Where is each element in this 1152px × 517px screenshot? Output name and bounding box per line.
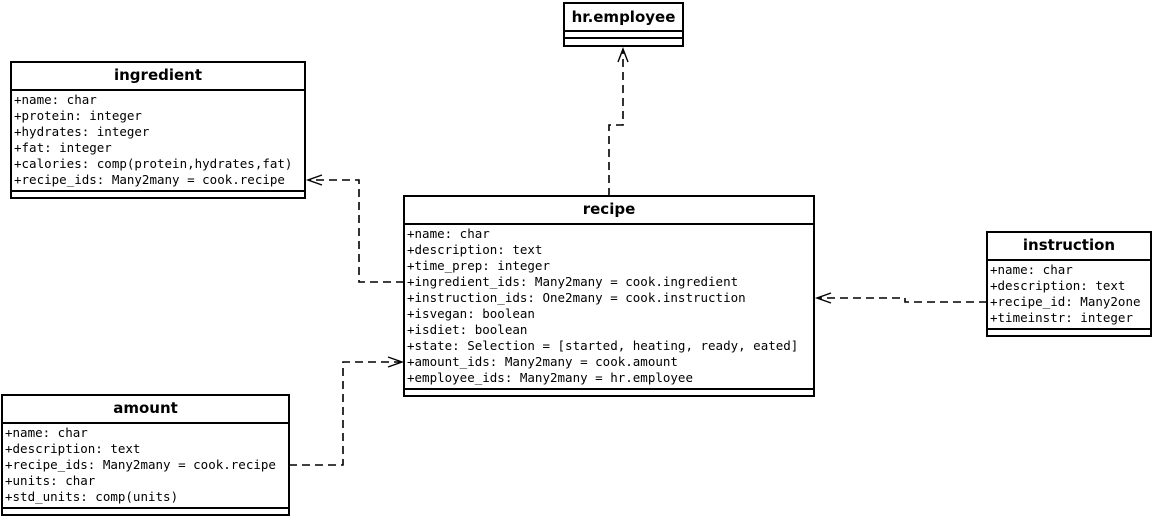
class-methods bbox=[565, 39, 682, 45]
arrowhead-recipe-from-instruction bbox=[814, 292, 832, 304]
class-methods bbox=[405, 390, 813, 396]
attribute: +state: Selection = [started, heating, r… bbox=[407, 338, 799, 353]
attribute: +employee_ids: Many2many = hr.employee bbox=[407, 370, 693, 385]
class-attributes: +name: char +description: text +recipe_i… bbox=[3, 424, 288, 509]
class-methods bbox=[988, 330, 1150, 336]
attribute: +isvegan: boolean bbox=[407, 306, 535, 321]
attribute: +recipe_ids: Many2many = cook.recipe bbox=[14, 172, 285, 187]
class-instruction[interactable]: instruction +name: char +description: te… bbox=[986, 231, 1152, 337]
arrowhead-employee bbox=[617, 47, 629, 63]
relation-amount-recipe bbox=[289, 361, 401, 466]
class-recipe[interactable]: recipe +name: char +description: text +t… bbox=[403, 195, 815, 397]
attribute: +recipe_ids: Many2many = cook.recipe bbox=[5, 457, 276, 472]
class-hr-employee[interactable]: hr.employee bbox=[563, 2, 684, 47]
class-attributes: +name: char +description: text +time_pre… bbox=[405, 225, 813, 390]
class-amount[interactable]: amount +name: char +description: text +r… bbox=[1, 394, 290, 516]
arrowhead-ingredient bbox=[305, 174, 323, 186]
attribute: +name: char bbox=[14, 92, 97, 107]
attribute: +name: char bbox=[990, 262, 1073, 277]
attribute: +description: text bbox=[5, 441, 141, 456]
attribute: +isdiet: boolean bbox=[407, 322, 528, 337]
relation-recipe-employee bbox=[608, 50, 624, 196]
class-attributes: +name: char +protein: integer +hydrates:… bbox=[12, 91, 304, 192]
attribute: +description: text bbox=[990, 278, 1126, 293]
arrowhead-recipe-from-amount bbox=[387, 356, 405, 368]
attribute: +time_prep: integer bbox=[407, 258, 550, 273]
attribute: +amount_ids: Many2many = cook.amount bbox=[407, 354, 678, 369]
attribute: +std_units: comp(units) bbox=[5, 489, 179, 504]
attribute: +units: char bbox=[5, 473, 96, 488]
attribute: +recipe_id: Many2one bbox=[990, 294, 1141, 309]
class-title: amount bbox=[3, 396, 288, 424]
class-title: recipe bbox=[405, 197, 813, 225]
class-attributes: +name: char +description: text +recipe_i… bbox=[988, 261, 1150, 330]
class-methods bbox=[12, 192, 304, 198]
class-methods bbox=[3, 509, 288, 515]
class-ingredient[interactable]: ingredient +name: char +protein: integer… bbox=[10, 61, 306, 199]
attribute: +ingredient_ids: Many2many = cook.ingred… bbox=[407, 274, 739, 289]
class-title: hr.employee bbox=[565, 4, 682, 32]
attribute: +protein: integer bbox=[14, 108, 142, 123]
attribute: +fat: integer bbox=[14, 140, 112, 155]
attribute: +instruction_ids: One2many = cook.instru… bbox=[407, 290, 746, 305]
attribute: +hydrates: integer bbox=[14, 124, 150, 139]
attribute: +timeinstr: integer bbox=[990, 310, 1133, 325]
relation-recipe-ingredient bbox=[309, 179, 404, 283]
class-attributes bbox=[565, 32, 682, 39]
attribute: +name: char bbox=[407, 226, 490, 241]
attribute: +description: text bbox=[407, 242, 543, 257]
relation-instruction-recipe bbox=[818, 297, 987, 303]
class-title: instruction bbox=[988, 233, 1150, 261]
class-title: ingredient bbox=[12, 63, 304, 91]
attribute: +name: char bbox=[5, 425, 88, 440]
attribute: +calories: comp(protein,hydrates,fat) bbox=[14, 156, 293, 171]
